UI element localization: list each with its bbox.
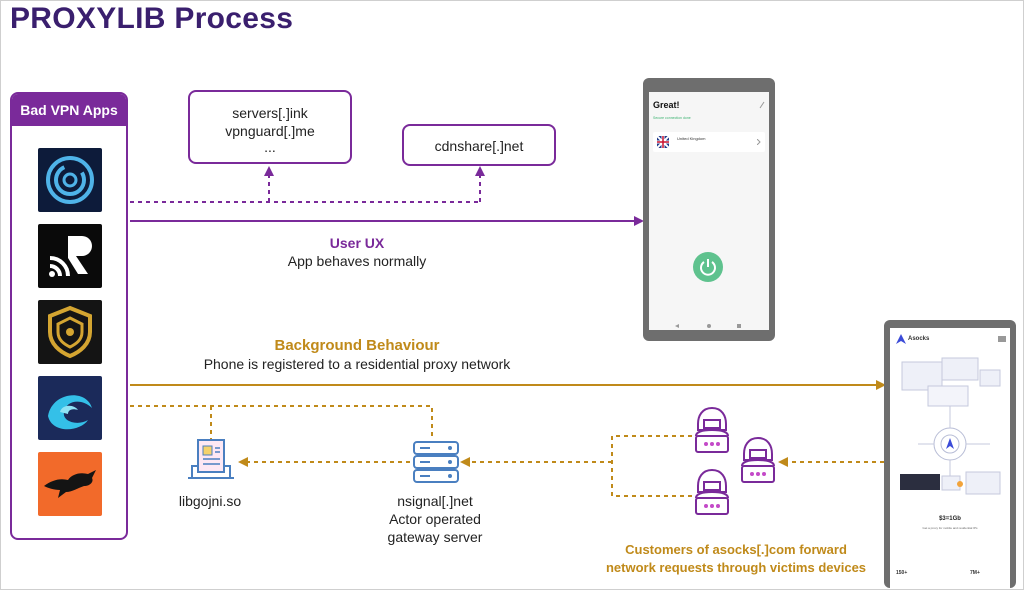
- background-behaviour-label: Background Behaviour Phone is registered…: [170, 337, 544, 373]
- shield-app-icon: [38, 300, 102, 364]
- dashed-customers-bracket: [611, 435, 692, 497]
- asocks-stat-2: 7M+: [970, 570, 980, 576]
- asocks-brand: Asocks: [908, 336, 930, 342]
- asocks-logo-icon: [896, 334, 906, 344]
- android-nav-bar: [675, 324, 741, 328]
- bad-vpn-apps-header: Bad VPN Apps: [12, 94, 126, 126]
- asocks-screen: Asocks $3=1Gb Get a proxy for mobile and…: [890, 328, 1010, 588]
- swirl-app-icon: [38, 148, 102, 212]
- user-ux-title: User UX: [329, 235, 385, 251]
- library-file-icon: [188, 439, 234, 479]
- edit-icon: [759, 101, 765, 109]
- gateway-domain: nsignal[.]net: [397, 493, 473, 509]
- fox-app-icon: [38, 452, 102, 516]
- cdnshare-box: cdnshare[.]net: [402, 124, 556, 166]
- asocks-stat-1: 150+: [896, 570, 908, 576]
- vpn-server-country: United Kingdom: [677, 136, 706, 141]
- domain-more: ...: [264, 139, 276, 155]
- page-title: PROXYLIB Process: [10, 2, 294, 35]
- asocks-phone: Asocks $3=1Gb Get a proxy for mobile and…: [884, 320, 1016, 588]
- c2-domains-box: servers[.]ink vpnguard[.]me ...: [188, 90, 352, 164]
- power-icon: [700, 259, 716, 276]
- dashed-app-to-lib: [130, 405, 433, 440]
- chevron-right-icon: [757, 139, 761, 145]
- menu-icon[interactable]: [998, 336, 1006, 342]
- wave-app-icon: [38, 376, 102, 440]
- vpn-connected-title: Great!: [653, 100, 680, 110]
- libgojni-label: libgojni.so: [178, 493, 242, 509]
- vpn-connection-status: Secure connection done: [653, 116, 691, 120]
- gateway-server-icon: [413, 441, 459, 483]
- customer-hacker-icon-2: [741, 436, 775, 483]
- customer-hacker-icon-3: [695, 468, 729, 515]
- customers-line-2: network requests through victims devices: [605, 560, 867, 575]
- proxy-network-illustration: [900, 357, 1001, 495]
- customers-line-1: Customers of asocks[.]com forward: [625, 542, 847, 557]
- background-behaviour-subtitle: Phone is registered to a residential pro…: [203, 356, 511, 372]
- cdnshare-label: cdnshare[.]net: [434, 138, 524, 154]
- vpn-app-phone: Great! Secure connection done United Kin…: [643, 78, 775, 341]
- gateway-desc-1: Actor operated: [389, 511, 481, 527]
- gateway-label: nsignal[.]net Actor operated gateway ser…: [360, 492, 510, 546]
- power-button[interactable]: [693, 252, 723, 282]
- user-ux-subtitle: App behaves normally: [287, 253, 427, 269]
- user-ux-label: User UX App behaves normally: [260, 234, 454, 270]
- gateway-desc-2: gateway server: [387, 529, 483, 545]
- uk-flag-icon: [657, 136, 669, 148]
- background-behaviour-title: Background Behaviour: [274, 337, 440, 354]
- customer-hacker-icon-1: [695, 406, 729, 453]
- vpn-app-screen: Great! Secure connection done United Kin…: [649, 92, 769, 330]
- r-wifi-app-icon: [38, 224, 102, 288]
- domain-vpnguard: vpnguard[.]me: [225, 123, 315, 139]
- customers-label: Customers of asocks[.]com forward networ…: [586, 541, 886, 577]
- asocks-subtext: Get a proxy for mobile and residential I…: [922, 526, 978, 530]
- vpn-server-card: United Kingdom: [653, 132, 765, 152]
- domain-servers: servers[.]ink: [232, 105, 308, 121]
- bad-vpn-apps-panel: Bad VPN Apps: [10, 92, 128, 540]
- asocks-price: $3=1Gb: [939, 516, 961, 522]
